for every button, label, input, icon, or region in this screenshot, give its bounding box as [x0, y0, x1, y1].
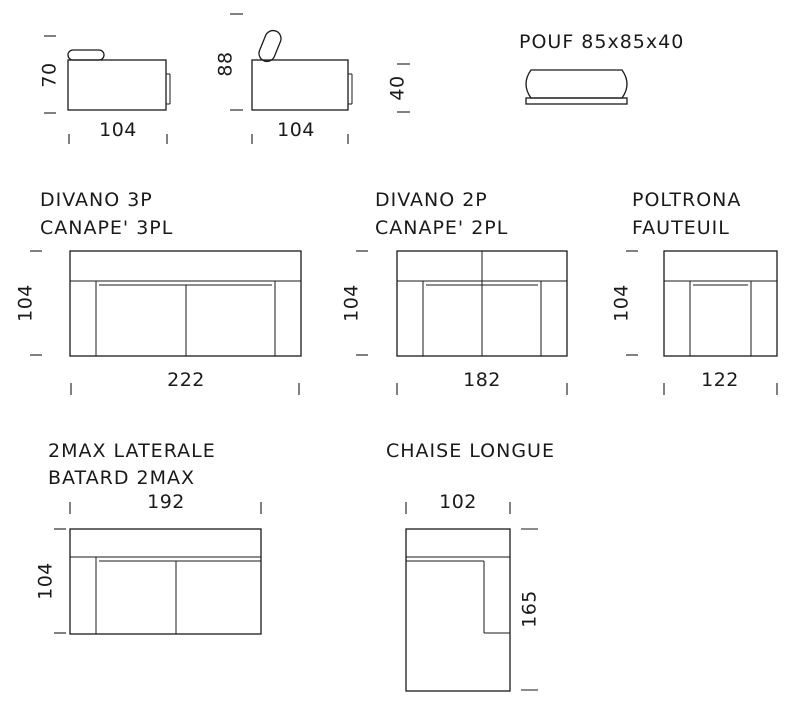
armrest-height-label: 70 [39, 62, 61, 87]
headrest-body [251, 59, 349, 111]
divano-3p-depth-label: 104 [15, 284, 37, 322]
headrest-height-label: 88 [215, 51, 237, 76]
max-laterale-label-fr: BATARD 2MAX [48, 467, 195, 489]
headrest-width-label: 104 [277, 119, 315, 141]
divano-3p-label-it: DIVANO 3P [40, 189, 153, 211]
side-view-headrest: 88 104 40 [215, 13, 410, 144]
pouf-view: POUF 85x85x40 [519, 31, 684, 105]
max-laterale-depth-label: 104 [35, 562, 57, 600]
max-laterale-label-it: 2MAX LATERALE [48, 440, 216, 462]
pouf-base [525, 97, 628, 105]
chaise-longue-view: CHAISE LONGUE 102 165 [386, 440, 555, 692]
divano-2p-label-fr: CANAPE' 2PL [375, 217, 508, 239]
side-view-armrest: 70 104 [39, 35, 171, 144]
seat-height-label: 40 [387, 75, 409, 100]
max-laterale-view: 2MAX LATERALE BATARD 2MAX 192 104 [35, 440, 262, 635]
chaise-outline [405, 528, 511, 692]
poltrona-width-label: 122 [701, 369, 739, 391]
divano-2p-view: DIVANO 2P CANAPE' 2PL 104 182 [341, 189, 568, 395]
poltrona-label-it: POLTRONA [632, 189, 741, 211]
armrest-body [67, 59, 167, 111]
armrest-width-label: 104 [99, 119, 137, 141]
max-laterale-width-label: 192 [147, 491, 185, 513]
divano-2p-depth-label: 104 [341, 284, 363, 322]
headrest-cushion [258, 29, 282, 63]
poltrona-view: POLTRONA FAUTEUIL 104 122 [611, 189, 778, 395]
chaise-longue-label: CHAISE LONGUE [386, 440, 555, 462]
poltrona-outline [663, 250, 778, 357]
max-laterale-outline [69, 528, 262, 635]
chaise-length-label: 165 [519, 590, 541, 628]
poltrona-depth-label: 104 [611, 284, 633, 322]
armrest-cushion [67, 49, 105, 61]
divano-3p-width-label: 222 [167, 369, 205, 391]
chaise-width-label: 102 [439, 491, 477, 513]
pouf-body [525, 69, 628, 99]
divano-3p-label-fr: CANAPE' 3PL [40, 217, 173, 239]
pouf-label: POUF 85x85x40 [519, 31, 684, 53]
divano-3p-view: DIVANO 3P CANAPE' 3PL 104 222 [15, 189, 302, 395]
divano-2p-label-it: DIVANO 2P [375, 189, 488, 211]
poltrona-label-fr: FAUTEUIL [632, 217, 730, 239]
divano-2p-width-label: 182 [463, 369, 501, 391]
